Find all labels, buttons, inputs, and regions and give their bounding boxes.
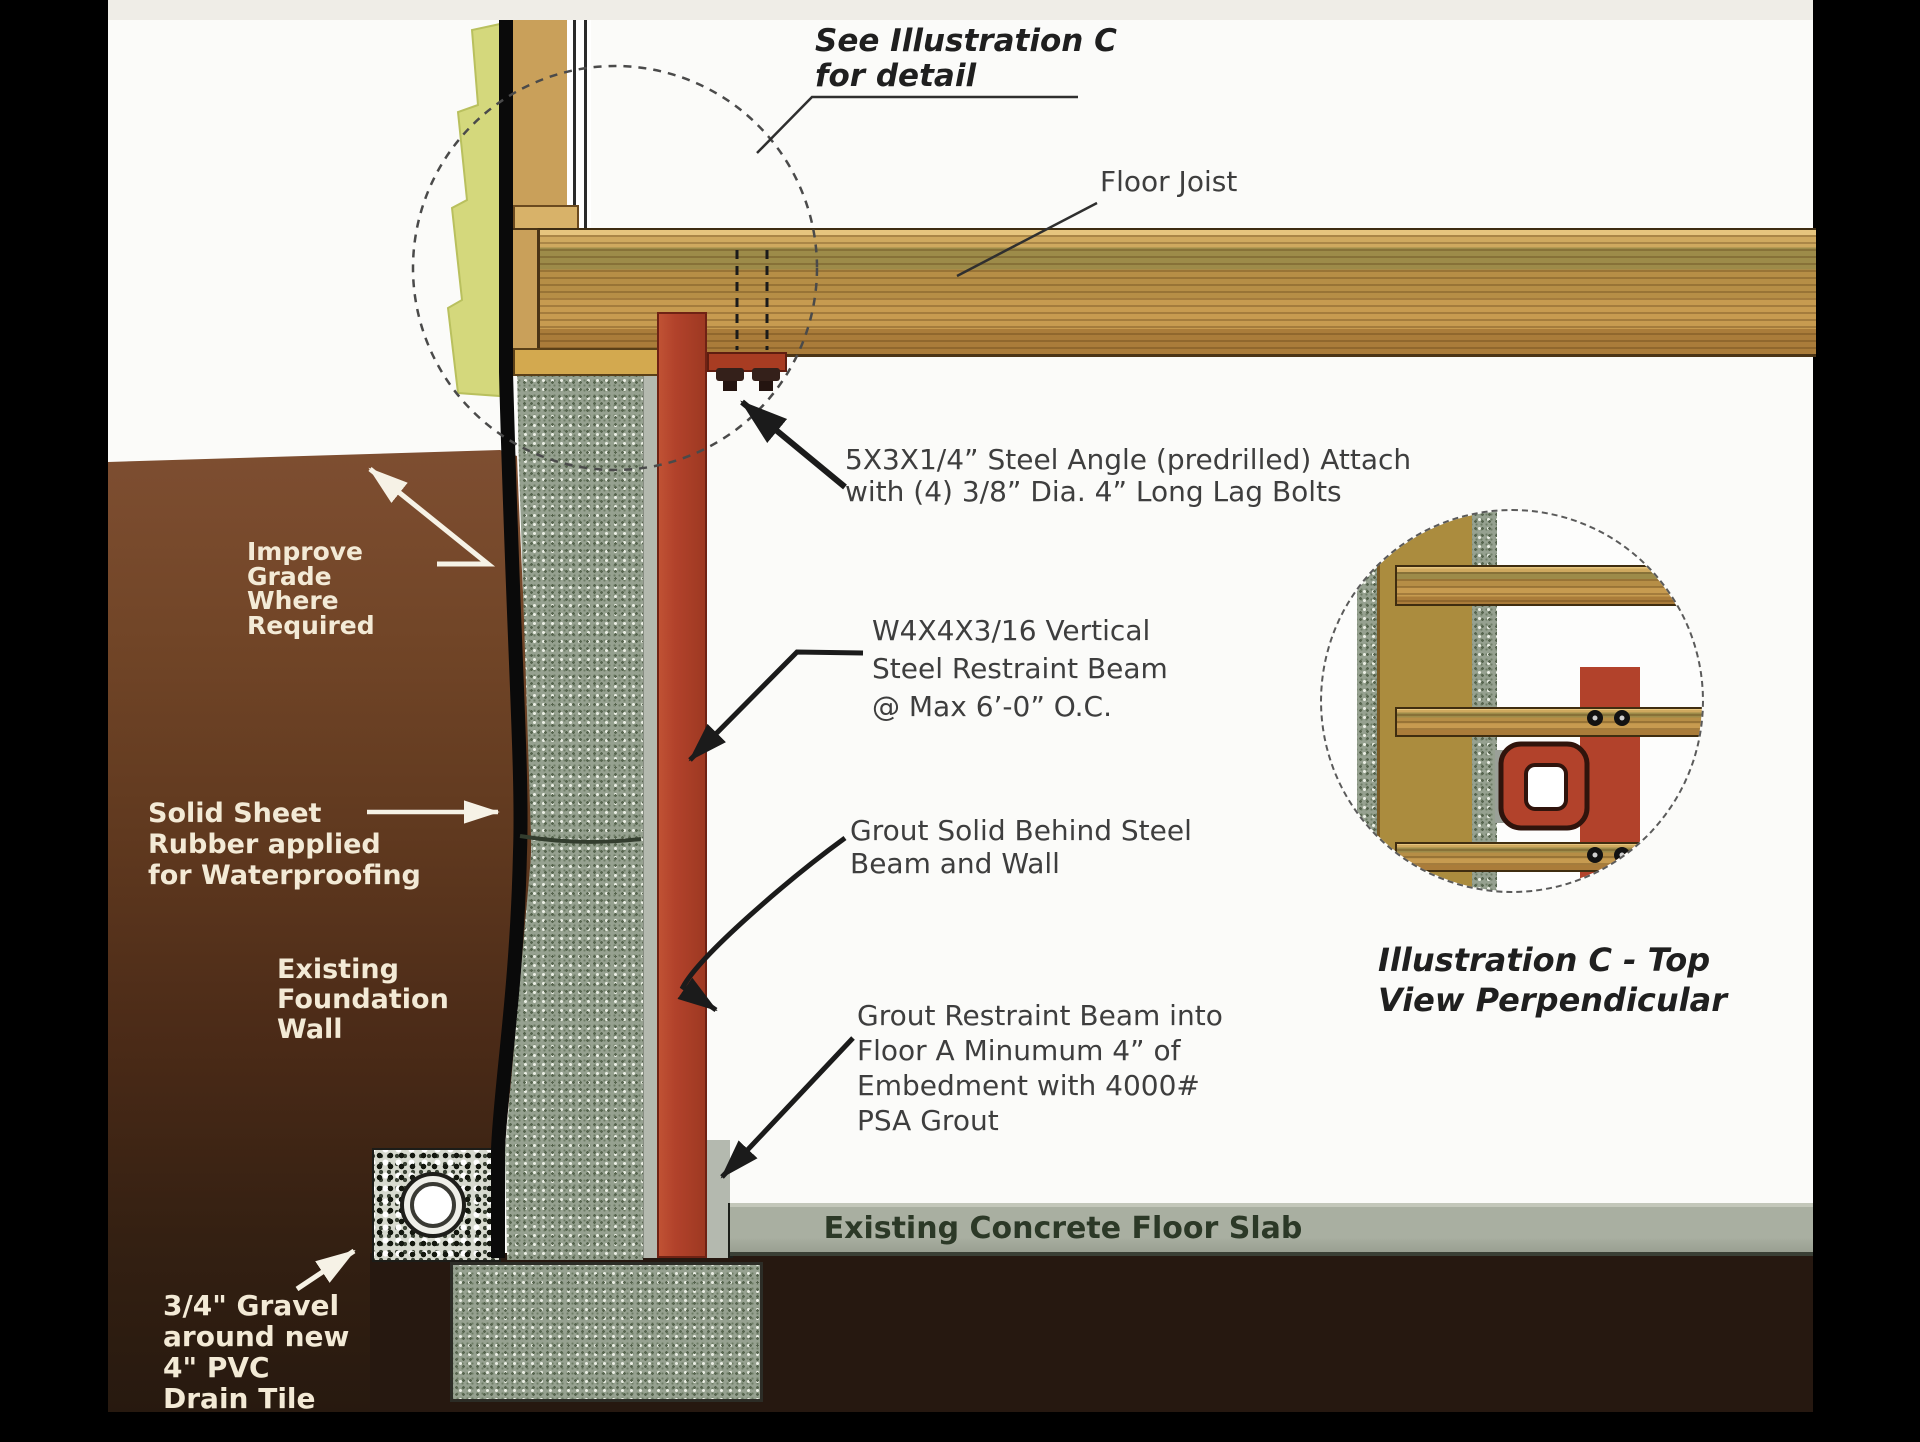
- lag-bolt-nub-1: [723, 381, 737, 391]
- gravel-box: [372, 1148, 501, 1262]
- grout-behind-beam: [643, 372, 658, 1258]
- inset-joist-1: [1395, 565, 1702, 606]
- steel-restraint-beam: [657, 312, 707, 1258]
- inset-shim: [1495, 750, 1512, 823]
- grout-front-of-beam: [707, 1140, 730, 1258]
- note-see-illustration-c: See Illustration C for detail: [815, 24, 1117, 94]
- label-floor-joist: Floor Joist: [1100, 165, 1238, 198]
- label-grout-restraint: Grout Restraint Beam into Floor A Minumu…: [857, 999, 1223, 1137]
- steel-angle-line-1: 5X3X1/4” Steel Angle (predrilled) Attach: [845, 443, 1412, 476]
- interior-finish-lines: [567, 20, 591, 228]
- lag-bolt-head-1: [716, 368, 744, 381]
- label-grout-solid: Grout Solid Behind Steel Beam and Wall: [850, 814, 1192, 880]
- label-existing-foundation-wall: Existing Foundation Wall: [277, 954, 449, 1045]
- stud-wall: [513, 20, 569, 205]
- inset-caption: Illustration C - Top View Perpendicular: [1378, 941, 1728, 1019]
- label-improve-grade: Improve Grade Where Required: [247, 537, 375, 640]
- interior-line-2: [584, 20, 587, 228]
- inset-wall-strip-1: [1357, 511, 1377, 891]
- sill-plate: [513, 348, 661, 376]
- note-line-2: for detail: [815, 58, 977, 94]
- paper-top-strip: [108, 0, 1813, 20]
- inset-illustration-c: [1322, 511, 1702, 891]
- rim-joist: [513, 228, 537, 354]
- inset-joist-3: [1395, 842, 1702, 872]
- lag-bolt-head-2: [752, 368, 780, 381]
- label-solid-sheet-rubber: Solid Sheet Rubber applied for Waterproo…: [148, 798, 421, 891]
- note-line-1: See Illustration C: [815, 23, 1117, 59]
- label-concrete-slab: Existing Concrete Floor Slab: [823, 1211, 1303, 1246]
- concrete-slab: [730, 1203, 1813, 1256]
- label-gravel-drain: 3/4" Gravel around new 4" PVC Drain Tile: [163, 1289, 350, 1415]
- interior-line-1: [573, 20, 576, 228]
- label-restraint-beam: W4X4X3/16 Vertical Steel Restraint Beam …: [872, 614, 1168, 723]
- foundation-wall: [505, 372, 643, 1260]
- inset-joist-2: [1395, 707, 1702, 737]
- steel-angle-line-2: with (4) 3/8” Dia. 4” Long Lag Bolts: [845, 475, 1342, 508]
- lag-bolt-nub-2: [759, 381, 773, 391]
- floor-joist: [537, 228, 1816, 357]
- footing: [450, 1262, 763, 1402]
- label-steel-angle: 5X3X1/4” Steel Angle (predrilled) Attach…: [845, 444, 1411, 508]
